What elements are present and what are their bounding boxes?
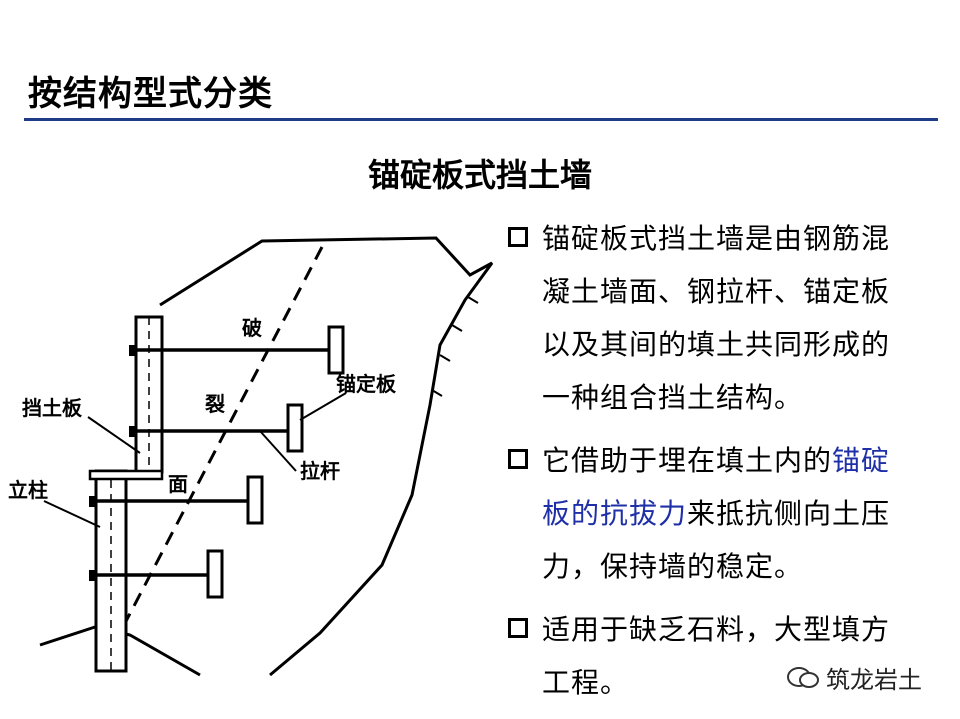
square-bullet-icon xyxy=(508,227,528,247)
watermark-text: 筑龙岩土 xyxy=(826,666,922,694)
leader-lines xyxy=(43,392,347,528)
failure-plane xyxy=(122,246,324,626)
slope-outline xyxy=(159,236,494,677)
bullet-highlight: 锚碇板的抗拔力 xyxy=(542,444,891,530)
label-pull-rod: 拉杆 xyxy=(300,459,340,483)
bullet-text-before: 它借助于埋在填土内的 xyxy=(542,444,833,477)
slide-title: 按结构型式分类 xyxy=(28,74,273,114)
bullet-list: 锚碇板式挡土墙是由钢筋混凝土墙面、钢拉杆、锚定板以及其间的填土共同形成的一种组合… xyxy=(508,212,928,719)
square-bullet-icon xyxy=(508,449,528,469)
list-item: 它借助于埋在填土内的锚碇板的抗拔力来抵抗侧向土压力，保持墙的稳定。 xyxy=(508,434,928,593)
label-lie: 裂 xyxy=(205,392,225,416)
anchor-plates xyxy=(206,325,345,599)
anchor-plate-wall-diagram: 破 裂 面 锚定板 挡土板 拉杆 立柱 xyxy=(8,236,494,677)
ground-hatching xyxy=(431,296,479,397)
title-divider xyxy=(24,118,938,121)
label-retaining-plate: 挡土板 xyxy=(22,396,83,420)
label-po: 破 xyxy=(242,316,262,340)
slide-subtitle: 锚碇板式挡土墙 xyxy=(367,156,592,194)
chat-bubble-icon xyxy=(787,666,819,688)
bolt-heads xyxy=(89,345,136,581)
tie-rods xyxy=(96,348,330,577)
label-mian: 面 xyxy=(168,472,188,496)
square-bullet-icon xyxy=(508,618,528,638)
bullet-text: 它借助于埋在填土内的锚碇板的抗拔力来抵抗侧向土压力，保持墙的稳定。 xyxy=(542,434,912,593)
bullet-text-after: 来抵抗侧向土压力，保持墙的稳定。 xyxy=(542,497,891,583)
label-anchor-plate: 锚定板 xyxy=(336,372,397,396)
list-item: 锚碇板式挡土墙是由钢筋混凝土墙面、钢拉杆、锚定板以及其间的填土共同形成的一种组合… xyxy=(508,212,928,424)
label-column: 立柱 xyxy=(8,478,48,502)
bullet-text: 锚碇板式挡土墙是由钢筋混凝土墙面、钢拉杆、锚定板以及其间的填土共同形成的一种组合… xyxy=(542,222,891,414)
watermark: 筑龙岩土 xyxy=(786,660,922,695)
